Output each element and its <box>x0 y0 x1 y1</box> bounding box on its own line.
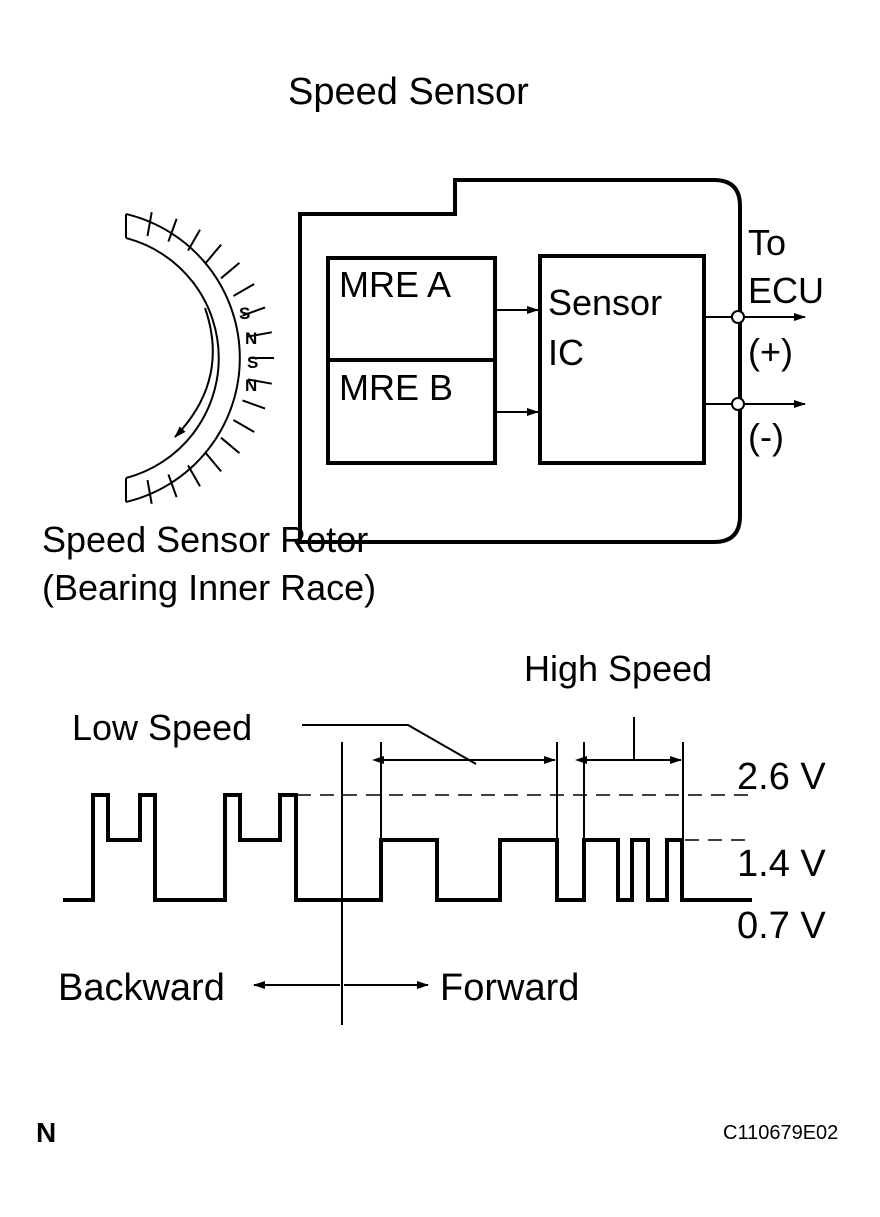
sensor-ic-box <box>538 254 706 465</box>
speed-sensor-title: Speed Sensor <box>288 71 529 113</box>
rotation-arrow <box>174 307 214 438</box>
rotor-tick <box>232 283 255 297</box>
rotor-inner-arc <box>125 237 220 479</box>
rotor-tick <box>220 262 241 280</box>
high-speed-label: High Speed <box>524 648 712 689</box>
rotor-segment-ticks <box>146 212 274 504</box>
backward-label: Backward <box>58 967 225 1009</box>
rotor-label-line1: Speed Sensor Rotor <box>42 519 368 560</box>
forward-label: Forward <box>440 967 579 1009</box>
mre-a-label: MRE A <box>339 264 451 305</box>
rotor-tick <box>146 212 153 237</box>
minus-label: (-) <box>748 416 784 457</box>
figure-code: C110679E02 <box>723 1122 838 1144</box>
output-waveform <box>63 793 752 902</box>
rotor-tick <box>167 218 178 242</box>
rotor-pole-2: N <box>245 329 257 348</box>
plus-label: (+) <box>748 331 793 372</box>
output-minus-terminal <box>731 397 745 411</box>
sensor-ic-label-line1: Sensor <box>548 282 662 323</box>
low-speed-label: Low Speed <box>72 707 252 748</box>
rotor-tick <box>146 479 153 504</box>
rotor-tick <box>220 436 241 454</box>
voltage-label-1-4v: 1.4 V <box>737 843 826 885</box>
mre-b-label: MRE B <box>339 367 453 408</box>
rotor-tick <box>187 464 201 487</box>
rotor-tick <box>204 452 222 473</box>
speed-sensor-rotor: S N S N <box>125 212 274 504</box>
rotor-pole-1: S <box>239 304 250 323</box>
rotor-tick <box>247 378 272 385</box>
rotor-tick <box>232 419 255 433</box>
rotor-tick <box>247 331 272 338</box>
to-label: To <box>748 222 786 263</box>
voltage-label-0-7v: 0.7 V <box>737 905 826 947</box>
corner-mark: N <box>36 1117 56 1148</box>
rotor-outer-arc <box>125 213 241 503</box>
output-plus-terminal <box>731 310 745 324</box>
low-speed-leader <box>302 724 477 765</box>
rotor-tick <box>242 306 266 317</box>
ecu-label: ECU <box>748 270 824 311</box>
rotor-tick <box>242 399 266 410</box>
rotor-pole-4: N <box>245 376 257 395</box>
rotor-label-line2: (Bearing Inner Race) <box>42 567 376 608</box>
voltage-label-2-6v: 2.6 V <box>737 756 826 798</box>
rotor-tick <box>167 474 178 498</box>
sensor-housing <box>298 178 742 544</box>
rotor-pole-3: S <box>247 353 258 372</box>
sensor-ic-label-line2: IC <box>548 332 584 373</box>
rotor-tick <box>204 243 222 264</box>
rotor-tick <box>187 229 201 252</box>
